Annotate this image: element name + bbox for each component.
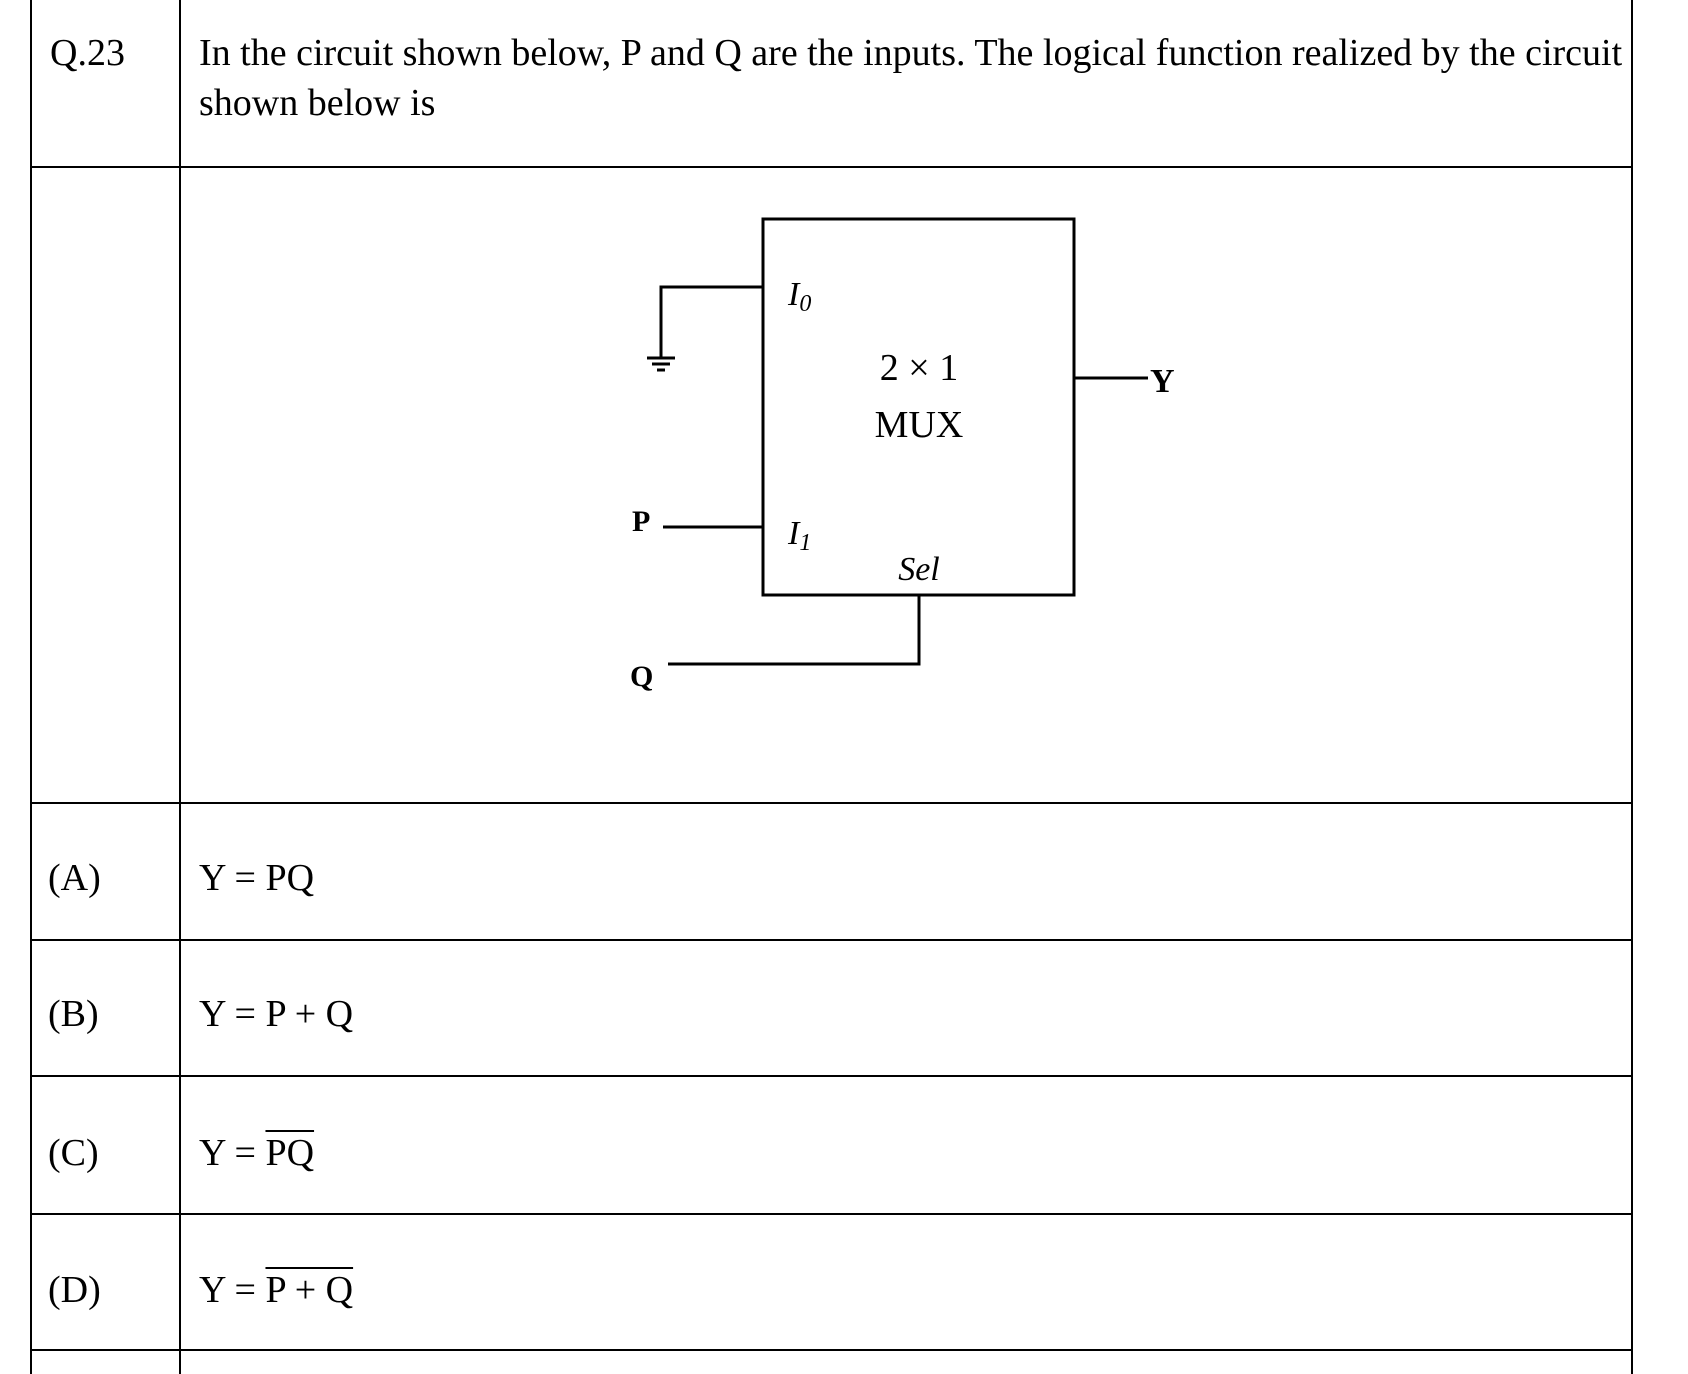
option-a-answer[interactable]: Y = PQ (199, 859, 314, 897)
option-c-lhs: Y = (199, 1132, 266, 1174)
option-b-label: (B) (48, 993, 99, 1035)
row-divider-option-d (30, 1349, 1633, 1351)
option-d-expression-overbar: P + Q (265, 1269, 354, 1311)
mux-label-name: MUX (875, 404, 964, 446)
question-text: In the circuit shown below, P and Q are … (199, 32, 1623, 124)
option-c-label: (C) (48, 1132, 99, 1174)
row-divider-figure (30, 802, 1633, 804)
option-d-lhs: Y = (199, 1269, 266, 1311)
mux-label-size: 2 × 1 (880, 347, 958, 389)
wire-q-to-select (668, 595, 921, 666)
option-c-answer[interactable]: Y = PQ (199, 1134, 314, 1172)
output-y-label: Y (1150, 363, 1175, 400)
option-b-answer[interactable]: Y = P + Q (199, 995, 353, 1033)
select-label: Sel (898, 551, 940, 588)
option-d-answer[interactable]: Y = P + Q (199, 1271, 353, 1309)
question-number: Q.23 (50, 32, 125, 74)
table-right-border (1631, 0, 1633, 1374)
option-a-label: (A) (48, 857, 101, 899)
option-b-expression: P + Q (265, 993, 354, 1035)
option-a-lhs: Y = (199, 857, 266, 899)
ground-wire (659, 285, 763, 358)
option-d-label: (D) (48, 1269, 101, 1311)
row-divider-option-b (30, 1075, 1633, 1077)
input-i0-label: I0 (787, 276, 811, 317)
input-i1-label: I1 (787, 515, 811, 556)
table-column-divider (179, 0, 181, 1374)
option-a-expression: PQ (265, 857, 315, 899)
row-divider-option-a (30, 939, 1633, 941)
row-divider-option-c (30, 1213, 1633, 1215)
option-b-lhs: Y = (199, 993, 266, 1035)
option-c-expression-overbar: PQ (265, 1132, 315, 1174)
input-p-label: P (632, 505, 650, 538)
ground-icon (647, 356, 675, 372)
input-q-label: Q (630, 660, 653, 693)
table-left-border (30, 0, 32, 1374)
row-divider-question (30, 166, 1633, 168)
